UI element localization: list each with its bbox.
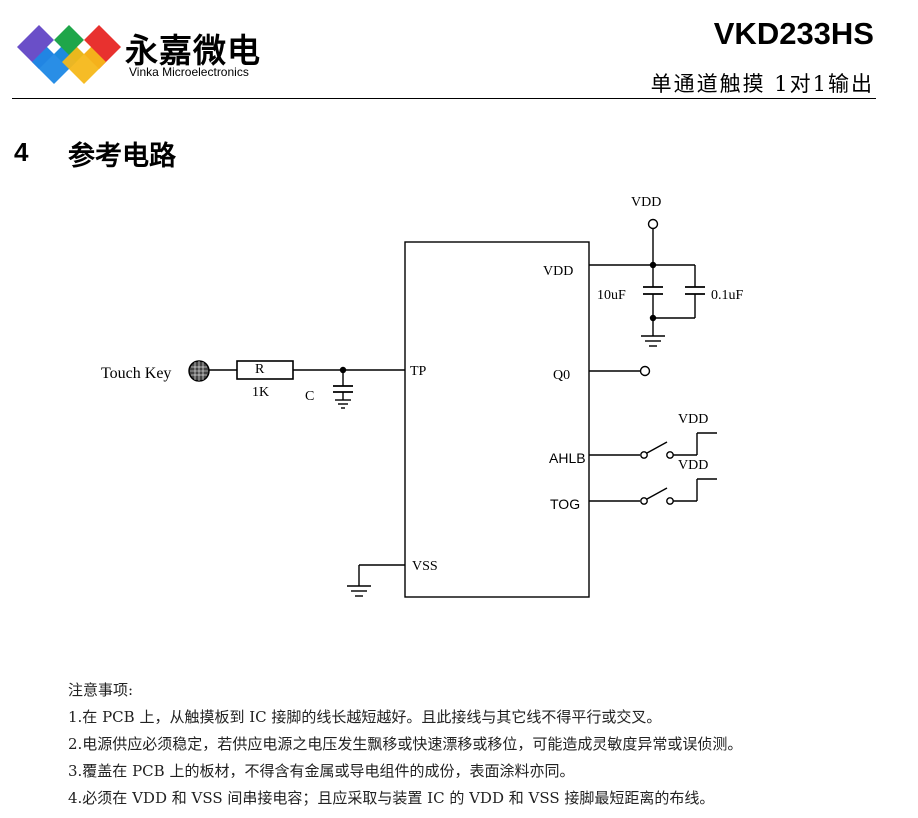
company-logo: 永嘉微电 Vinka Microelectronics xyxy=(12,18,282,88)
note-item: 1.在 PCB 上，从触摸板到 IC 接脚的线长越短越好。且此接线与其它线不得平… xyxy=(68,708,662,726)
note-item: 2.电源供应必须稳定，若供应电源之电压发生飘移或快速漂移或移位，可能造成灵敏度异… xyxy=(68,735,743,753)
pin-q0-label: Q0 xyxy=(553,368,571,383)
q0-terminal xyxy=(639,365,651,377)
notes-heading: 注意事项: xyxy=(68,681,134,699)
pin-tp-label: TP xyxy=(410,364,427,379)
ic-body xyxy=(404,241,590,598)
switch-ahlb-blade xyxy=(646,441,668,454)
vdd-ahlb-label: VDD xyxy=(678,412,709,427)
brand-name-en: Vinka Microelectronics xyxy=(129,65,249,79)
pin-ahlb-label: AHLB xyxy=(549,450,586,466)
note-item: 4.必须在 VDD 和 VSS 间串接电容；且应采取与装置 IC 的 VDD 和… xyxy=(68,789,715,807)
section-title: 参考电路 xyxy=(68,141,176,172)
note-item: 3.覆盖在 PCB 上的板材，不得含有金属或导电组件的成份，表面涂料亦同。 xyxy=(68,762,575,780)
vdd-terminal-top xyxy=(647,218,659,230)
product-subtitle: 单通道触摸 1对1输出 xyxy=(650,72,874,96)
pin-tog-label: TOG xyxy=(550,496,581,512)
cap-c-label: C xyxy=(305,389,315,404)
diamond-logo-icon xyxy=(17,25,121,84)
notes-section: 注意事项: 1.在 PCB 上，从触摸板到 IC 接脚的线长越短越好。且此接线与… xyxy=(68,677,742,812)
pin-vss-label: VSS xyxy=(412,559,438,574)
cap-01uf-label: 0.1uF xyxy=(711,288,744,303)
cap-10uf-label: 10uF xyxy=(597,288,626,303)
brand-name-cn: 永嘉微电 xyxy=(125,31,261,70)
vdd-top-label: VDD xyxy=(631,195,662,210)
resistor xyxy=(236,360,294,380)
touch-key-texture xyxy=(190,361,208,381)
vdd-tog-label: VDD xyxy=(678,458,709,473)
header-divider xyxy=(12,98,876,99)
model-number: VKD233HS xyxy=(713,16,874,51)
switch-tog-blade xyxy=(646,487,668,500)
pin-vdd-label: VDD xyxy=(543,264,574,279)
section-number: 4 xyxy=(14,137,29,167)
resistor-value-label: 1K xyxy=(252,385,270,400)
resistor-name-label: R xyxy=(255,362,265,377)
touch-key-label: Touch Key xyxy=(101,365,172,382)
